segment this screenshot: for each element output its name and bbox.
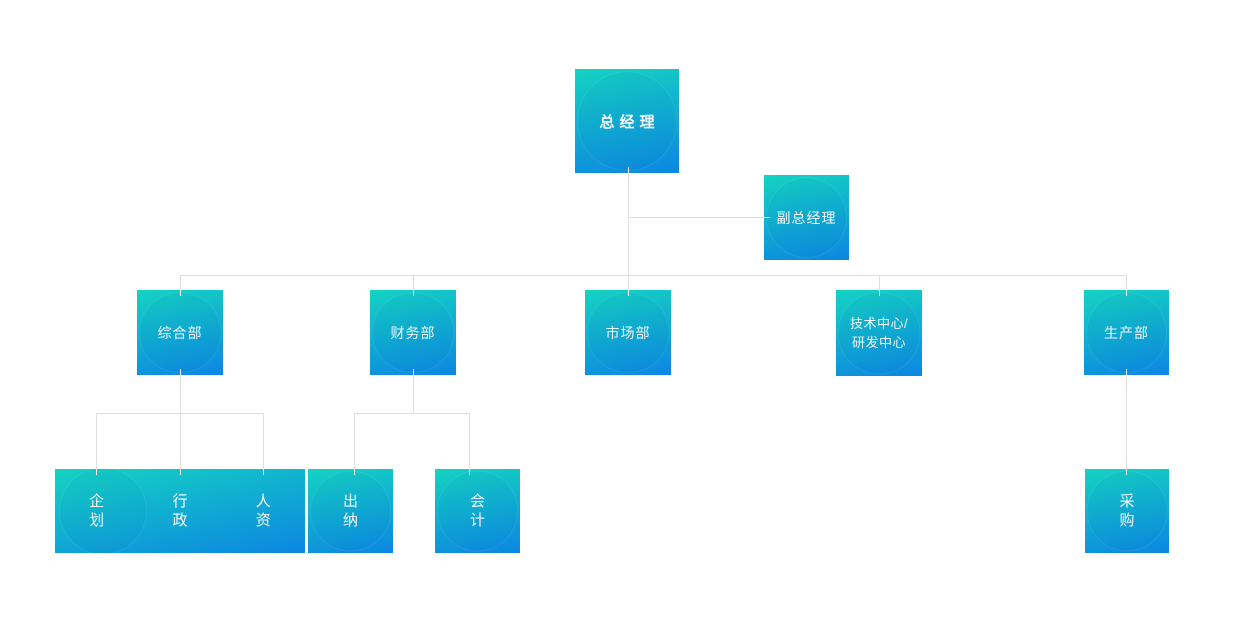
connector-stub-hr: [263, 413, 264, 469]
connector-stub-finance-dept: [413, 275, 414, 290]
node-procurement-label: 采购: [1119, 493, 1135, 529]
attach-dash: [628, 290, 629, 296]
node-general-dept: 综合部: [137, 290, 223, 375]
node-marketing-dept-label: 市场部: [605, 324, 651, 341]
attach-dash: [354, 469, 355, 475]
attach-dash: [96, 469, 97, 475]
node-finance-dept: 财务部: [370, 290, 456, 375]
attach-dash: [413, 290, 414, 296]
node-cashier: 出纳: [308, 469, 393, 553]
attach-dash: [1126, 369, 1127, 375]
connector-general-dept-down: [180, 375, 181, 413]
attach-dash: [180, 469, 181, 475]
node-planning-label: 企划: [89, 493, 105, 529]
node-production-dept-label: 生产部: [1104, 324, 1149, 341]
connector-stub-general-dept: [180, 275, 181, 290]
connector-stub-production-dept: [1126, 275, 1127, 290]
connector-finance-dept-down: [413, 375, 414, 413]
node-general-manager-label: 总经理: [599, 113, 660, 131]
node-tech-center-label-line1: 技术中心/: [849, 316, 909, 331]
connector-stub-cashier: [354, 413, 355, 469]
attach-dash: [413, 369, 414, 375]
attach-dash: [1126, 290, 1127, 296]
attach-dash: [180, 290, 181, 296]
node-hr-label: 人资: [255, 493, 271, 529]
node-general-dept-label: 综合部: [157, 324, 203, 341]
connector-stub-planning: [96, 413, 97, 469]
connector-general-dept-children: [96, 413, 263, 414]
connector-root-to-deputy: [628, 217, 764, 218]
node-admin-label: 行政: [172, 493, 188, 529]
attach-dash: [469, 469, 470, 475]
connector-stub-tech-center: [879, 275, 880, 290]
connector-stub-admin: [180, 413, 181, 469]
node-tech-center-label-line2: 研发中心: [851, 335, 906, 350]
node-marketing-dept: 市场部: [585, 290, 671, 375]
node-cashier-label: 出纳: [342, 493, 358, 529]
connector-level2-main: [180, 275, 1127, 276]
node-general-dept-sub-group: 企划 行政 人资: [55, 469, 305, 553]
attach-dash: [180, 369, 181, 375]
connector-stub-accounting: [469, 413, 470, 469]
node-production-dept: 生产部: [1084, 290, 1169, 375]
attach-dash: [879, 290, 880, 296]
node-general-manager: 总经理: [575, 69, 679, 173]
node-deputy-general-manager-label: 副总经理: [776, 209, 837, 226]
attach-dash: [628, 167, 629, 173]
connector-finance-dept-children: [354, 413, 469, 414]
node-tech-center: 技术中心/ 研发中心: [836, 290, 922, 376]
node-tech-center-label: 技术中心/ 研发中心: [850, 314, 908, 352]
attach-dash: [764, 217, 770, 218]
attach-dash: [1126, 469, 1127, 475]
attach-dash: [263, 469, 264, 475]
node-procurement: 采购: [1085, 469, 1169, 553]
node-deputy-general-manager: 副总经理: [764, 175, 849, 260]
connector-production-to-procurement: [1126, 375, 1127, 469]
node-accounting: 会计: [435, 469, 520, 553]
connector-root-to-marketing: [628, 173, 629, 290]
node-finance-dept-label: 财务部: [390, 324, 436, 341]
node-accounting-label: 会计: [469, 493, 485, 529]
